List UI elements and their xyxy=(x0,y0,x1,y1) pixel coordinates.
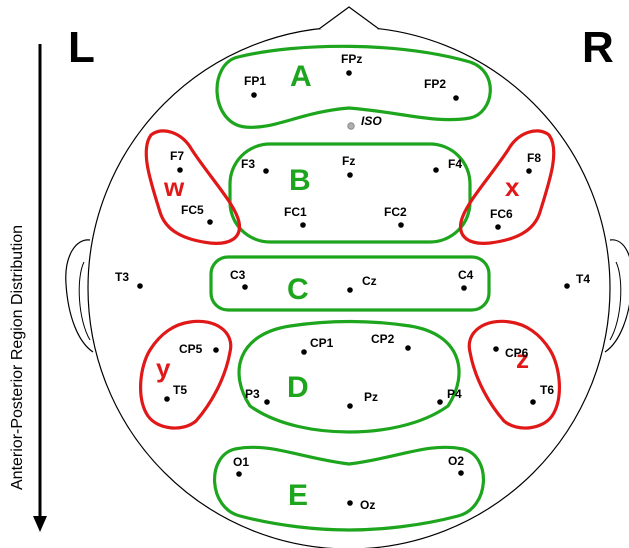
left-ear-inner xyxy=(78,261,91,341)
electrode-t6-dot xyxy=(530,399,536,405)
electrode-fc1-label: FC1 xyxy=(284,205,307,219)
electrode-oz-label: Oz xyxy=(360,498,375,512)
electrode-c4-dot xyxy=(461,285,467,291)
electrode-t5-dot xyxy=(164,396,170,402)
electrode-c3-dot xyxy=(242,284,248,290)
electrode-f4-dot xyxy=(433,167,439,173)
electrode-oz-dot xyxy=(347,500,353,506)
electrode-o2-label: O2 xyxy=(448,454,464,468)
head-outline xyxy=(65,6,629,548)
electrode-f8-label: F8 xyxy=(527,151,541,165)
region-e-outline xyxy=(212,445,486,532)
nose xyxy=(318,6,380,30)
electrode-o1-label: O1 xyxy=(233,455,249,469)
electrode-t5-label: T5 xyxy=(173,383,187,397)
anterior-posterior-axis: Anterior-Posterior Region Distribution xyxy=(9,44,47,532)
electrode-dots xyxy=(137,70,570,506)
right-ear-inner xyxy=(609,261,622,341)
axis-label: Anterior-Posterior Region Distribution xyxy=(9,225,26,490)
electrode-fpz-dot xyxy=(346,70,352,76)
electrode-o1-dot xyxy=(236,471,242,477)
electrode-f7-dot xyxy=(177,167,183,173)
region-z-outline xyxy=(467,319,561,430)
electrode-fpz-label: FPz xyxy=(341,52,362,66)
electrode-f7-label: F7 xyxy=(170,149,184,163)
electrode-cp2-dot xyxy=(405,345,411,351)
electrode-f4-label: F4 xyxy=(448,157,462,171)
region-x-label: x xyxy=(505,172,520,202)
region-y-label: y xyxy=(156,353,171,383)
electrode-f8-dot xyxy=(526,168,532,174)
electrode-fp2-label: FP2 xyxy=(424,77,446,91)
region-a-label: A xyxy=(290,60,312,93)
electrode-cp5-label: CP5 xyxy=(179,342,203,356)
electrode-t4-label: T4 xyxy=(576,272,590,286)
region-b-label: B xyxy=(289,164,311,197)
electrode-cz-label: Cz xyxy=(362,274,377,288)
region-w-outline xyxy=(144,129,242,245)
electrode-fc1-dot xyxy=(300,222,306,228)
electrode-f3-label: F3 xyxy=(241,157,255,171)
electrode-fc2-label: FC2 xyxy=(384,205,407,219)
electrode-c3-label: C3 xyxy=(230,268,246,282)
electrode-fc6-label: FC6 xyxy=(490,207,513,221)
region-d-label: D xyxy=(287,371,309,404)
electrode-p4-label: P4 xyxy=(447,387,462,401)
electrode-iso-label: ISO xyxy=(361,114,382,128)
electrode-p3-dot xyxy=(264,399,270,405)
electrode-iso-dot xyxy=(347,122,355,130)
electrode-t3-label: T3 xyxy=(115,270,129,284)
region-d-outline xyxy=(237,319,461,434)
region-c-label: C xyxy=(287,273,309,306)
electrode-fc2-dot xyxy=(398,222,404,228)
electrode-f3-dot xyxy=(263,168,269,174)
left-ear xyxy=(65,239,94,353)
electrode-fz-label: Fz xyxy=(342,154,355,168)
region-e-label: E xyxy=(288,479,308,512)
electrode-p3-label: P3 xyxy=(245,387,260,401)
electrode-cp6-label: CP6 xyxy=(505,346,529,360)
region-b-outline xyxy=(228,142,472,244)
electrode-cp1-dot xyxy=(301,349,307,355)
electrode-cp6-dot xyxy=(493,346,499,352)
electrode-fz-dot xyxy=(347,172,353,178)
right-hemisphere-label: R xyxy=(582,23,614,72)
electrode-cz-dot xyxy=(347,287,353,293)
electrode-cp2-label: CP2 xyxy=(371,332,395,346)
electrode-fc5-dot xyxy=(207,219,213,225)
electrode-fp2-dot xyxy=(453,95,459,101)
electrode-p4-dot xyxy=(437,399,443,405)
electrode-c4-label: C4 xyxy=(458,268,474,282)
left-hemisphere-label: L xyxy=(68,23,95,72)
electrode-t4-dot xyxy=(564,283,570,289)
electrode-labels: FPz FP1 FP2 ISO F7 F3 Fz F4 F8 FC5 FC1 F… xyxy=(115,52,590,512)
electrode-fc6-dot xyxy=(495,224,501,230)
electrode-t6-label: T6 xyxy=(540,383,554,397)
electrode-cp5-dot xyxy=(213,347,219,353)
region-x-outline xyxy=(458,129,556,245)
region-z-label: z xyxy=(516,344,529,374)
electrode-pz-label: Pz xyxy=(364,390,378,404)
region-w-label: w xyxy=(163,172,185,202)
region-y-outline xyxy=(139,319,233,430)
region-a-outline xyxy=(215,44,492,129)
electrode-fp1-label: FP1 xyxy=(244,74,266,88)
electrode-pz-dot xyxy=(347,403,353,409)
axis-arrow-head xyxy=(33,516,47,532)
electrode-o2-dot xyxy=(458,470,464,476)
right-ear xyxy=(604,239,629,353)
electrode-cp1-label: CP1 xyxy=(310,336,334,350)
electrode-fc5-label: FC5 xyxy=(181,203,204,217)
region-c-outline xyxy=(209,255,491,312)
electrode-t3-dot xyxy=(137,283,143,289)
electrode-fp1-dot xyxy=(251,92,257,98)
